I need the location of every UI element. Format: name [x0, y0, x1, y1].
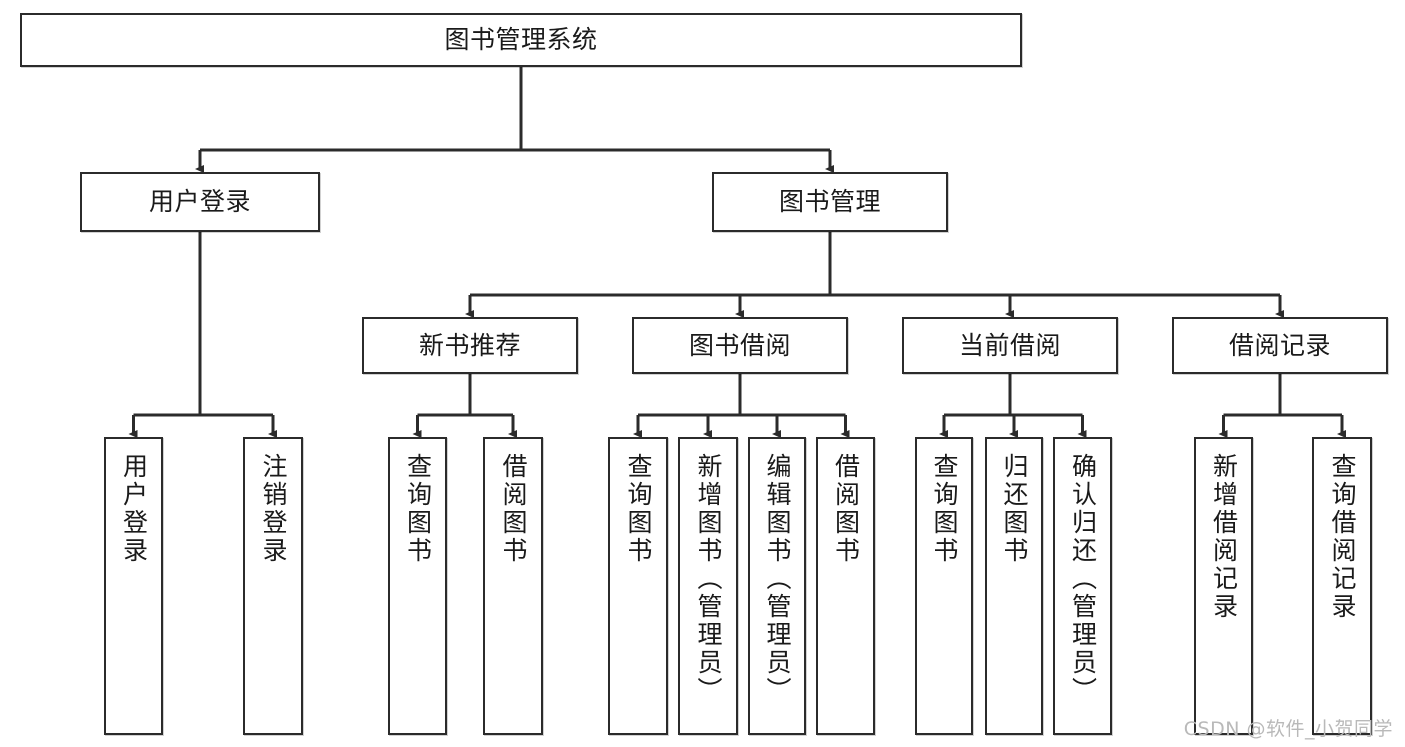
- node-leaf-user-login[interactable]: 用户登录: [104, 437, 163, 735]
- node-label: 借阅图书: [831, 453, 861, 565]
- node-leaf-cur-confirm[interactable]: 确认归还（管理员）: [1053, 437, 1112, 735]
- node-label: 用户登录: [119, 453, 149, 565]
- node-label: 查询图书: [624, 453, 653, 565]
- node-label: 注销登录: [259, 453, 288, 565]
- node-label: 编辑图书（管理员）: [763, 453, 792, 705]
- node-leaf-borrow-add[interactable]: 新增图书（管理员）: [678, 437, 738, 735]
- node-leaf-rec-query[interactable]: 查询图书: [388, 437, 447, 735]
- node-label: 借阅图书: [499, 453, 528, 565]
- node-label: 用户登录: [148, 187, 251, 216]
- node-leaf-rc-query[interactable]: 查询借阅记录: [1312, 437, 1372, 735]
- node-leaf-user-logout[interactable]: 注销登录: [243, 437, 303, 735]
- node-label: 图书管理: [778, 187, 881, 216]
- node-leaf-cur-return[interactable]: 归还图书: [985, 437, 1043, 735]
- node-label: 当前借阅: [958, 330, 1061, 360]
- node-user-login[interactable]: 用户登录: [80, 172, 320, 232]
- node-label: 新增借阅记录: [1209, 453, 1239, 621]
- node-label: 查询图书: [930, 453, 959, 565]
- node-leaf-rec-borrow[interactable]: 借阅图书: [483, 437, 543, 735]
- node-label: 查询借阅记录: [1328, 453, 1357, 621]
- node-root[interactable]: 图书管理系统: [20, 13, 1022, 67]
- node-label: 借阅记录: [1228, 330, 1331, 360]
- node-label: 新增图书（管理员）: [694, 453, 723, 705]
- node-book-borrow[interactable]: 图书借阅: [632, 317, 848, 374]
- node-leaf-borrow-edit[interactable]: 编辑图书（管理员）: [748, 437, 806, 735]
- node-current-borrow[interactable]: 当前借阅: [902, 317, 1118, 374]
- node-leaf-rc-add[interactable]: 新增借阅记录: [1194, 437, 1253, 735]
- node-leaf-borrow-lend[interactable]: 借阅图书: [816, 437, 875, 735]
- node-book-manage[interactable]: 图书管理: [712, 172, 948, 232]
- node-label: 确认归还（管理员）: [1068, 453, 1098, 705]
- csdn-watermark: CSDN @软件_小贺同学: [1183, 718, 1393, 740]
- node-leaf-cur-query[interactable]: 查询图书: [915, 437, 973, 735]
- node-label: 归还图书: [1000, 453, 1029, 565]
- node-label: 新书推荐: [418, 330, 521, 360]
- node-leaf-borrow-query[interactable]: 查询图书: [608, 437, 668, 735]
- node-label: 查询图书: [403, 453, 433, 565]
- node-new-book-rec[interactable]: 新书推荐: [362, 317, 578, 374]
- node-label: 图书借阅: [688, 330, 791, 360]
- node-borrow-record[interactable]: 借阅记录: [1172, 317, 1388, 374]
- node-label: 图书管理系统: [444, 25, 598, 54]
